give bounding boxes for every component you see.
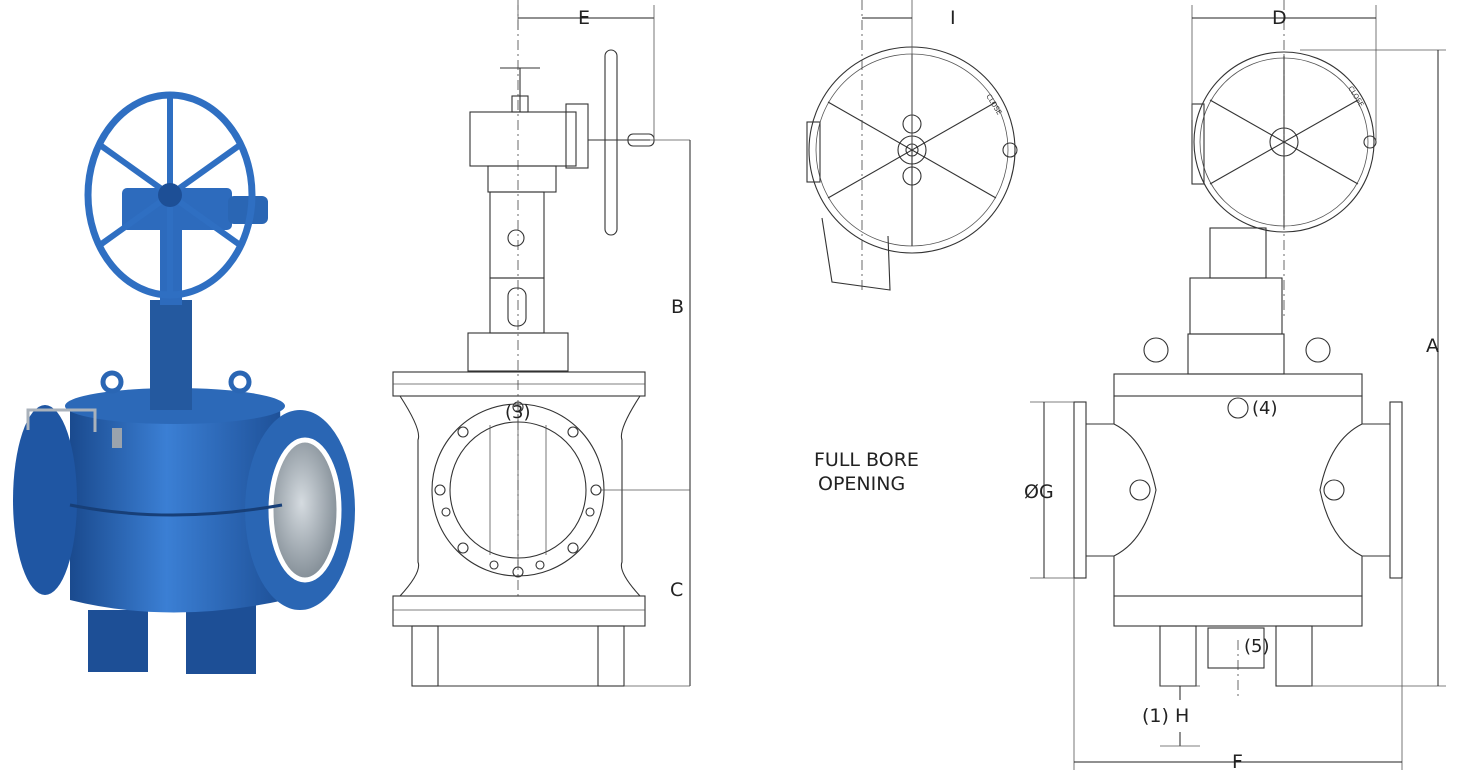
stem-housing: [150, 300, 192, 410]
lifting-eye-left: [100, 370, 124, 394]
dimension-h-label: (1) H: [1142, 705, 1189, 727]
dimension-d-label: D: [1272, 7, 1287, 29]
dimension-g-label: ØG: [1024, 481, 1054, 503]
full-bore-label-line2: OPENING: [818, 473, 905, 495]
callout-4: (4): [1252, 398, 1278, 419]
full-bore-label-line1: FULL BORE: [814, 449, 919, 471]
support-leg-left: [88, 610, 148, 672]
side-elevation-view: [1030, 0, 1446, 770]
support-leg-right: [186, 600, 256, 674]
callout-3: (3): [505, 402, 531, 423]
dimension-b-label: B: [671, 296, 684, 318]
valve-body: [70, 396, 285, 613]
dimension-e-label: E: [578, 7, 590, 29]
front-elevation-view: [392, 0, 691, 687]
bore-opening: [268, 437, 342, 583]
callout-5: (5): [1244, 636, 1270, 657]
dimension-c-label: C: [670, 579, 683, 601]
lifting-eye-right: [228, 370, 252, 394]
valve-3d-render: [13, 91, 355, 674]
drain-valve: [112, 428, 122, 448]
dimension-a-label: A: [1426, 335, 1439, 357]
left-end-flange: [13, 405, 77, 595]
dimension-i-label: I: [950, 7, 956, 29]
bypass-pipe: [26, 408, 97, 432]
handwheel-icon: [84, 91, 256, 299]
dimension-f-label: F: [1232, 751, 1243, 772]
handwheel-end-view: [806, 0, 1018, 291]
